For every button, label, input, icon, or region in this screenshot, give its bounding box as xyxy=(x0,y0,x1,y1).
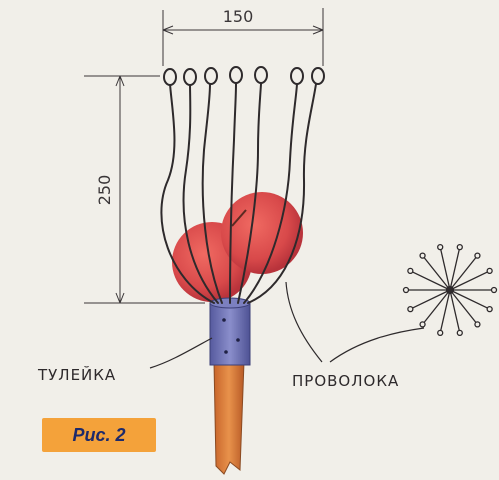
dimension-height xyxy=(84,75,205,304)
star-spoke xyxy=(410,289,451,310)
rivet-1 xyxy=(222,318,226,322)
star-spoke xyxy=(439,246,451,291)
star-spoke xyxy=(449,289,461,334)
star-spoke-loop xyxy=(456,329,463,337)
rivet-2 xyxy=(236,338,240,342)
wire-2 xyxy=(182,83,219,304)
star-hub xyxy=(445,285,455,295)
wire-6 xyxy=(243,83,298,304)
star-spoke-loop xyxy=(407,267,414,275)
wooden-handle xyxy=(213,361,245,475)
loop-7 xyxy=(311,67,325,85)
star-spoke xyxy=(449,255,478,291)
star-spoke-loop xyxy=(419,252,426,259)
wire-fingers xyxy=(160,83,317,304)
star-spoke-loop xyxy=(490,286,498,294)
leader-lines xyxy=(149,281,425,369)
loop-1 xyxy=(163,68,177,86)
wire-3 xyxy=(201,83,223,304)
star-spoke-loop xyxy=(474,321,481,328)
star-spoke-loop xyxy=(486,305,493,313)
star-spoke-loop xyxy=(486,267,493,275)
wire-5 xyxy=(237,83,262,304)
star-spoke xyxy=(410,270,451,291)
star-spoke-loop xyxy=(419,321,426,328)
dimension-width-label: 150 xyxy=(223,7,254,26)
star-spoke xyxy=(449,289,490,310)
wire-leader-2 xyxy=(329,327,425,363)
star-spoke-loop xyxy=(474,252,481,259)
loop-5 xyxy=(254,66,268,84)
rivet-3 xyxy=(224,350,228,354)
dimension-width xyxy=(162,8,324,66)
wire-loops xyxy=(163,66,325,86)
loop-3 xyxy=(204,67,218,85)
wire-1 xyxy=(160,83,215,304)
star-spoke-loop xyxy=(407,305,414,313)
star-spoke-loop xyxy=(437,243,444,251)
sleeve-tube xyxy=(209,297,251,366)
star-spoke xyxy=(422,255,451,291)
star-spoke xyxy=(449,289,478,325)
star-spoke xyxy=(449,270,490,291)
sleeve-leader xyxy=(149,337,213,369)
dimension-height-label: 250 xyxy=(95,175,114,206)
star-spoke-loop xyxy=(456,243,463,251)
wire-leader-1 xyxy=(285,281,323,363)
wire-label: ПРОВОЛОКА xyxy=(292,372,399,390)
apple-right xyxy=(221,192,303,274)
star-spoke-loop xyxy=(402,286,410,294)
loop-2 xyxy=(183,68,197,86)
loop-4 xyxy=(229,66,243,84)
star-spoke xyxy=(449,246,461,291)
star-spoke xyxy=(422,289,451,325)
top-view-star xyxy=(402,243,498,337)
figure-caption-badge: Рис. 2 xyxy=(42,418,156,452)
wire-4 xyxy=(229,83,237,304)
sleeve-label: ТУЛЕЙКА xyxy=(37,365,116,384)
star-spoke-loop xyxy=(437,329,444,337)
figure-caption: Рис. 2 xyxy=(72,424,126,445)
loop-6 xyxy=(290,67,304,85)
wire-7 xyxy=(247,83,317,304)
star-spoke xyxy=(439,289,451,334)
